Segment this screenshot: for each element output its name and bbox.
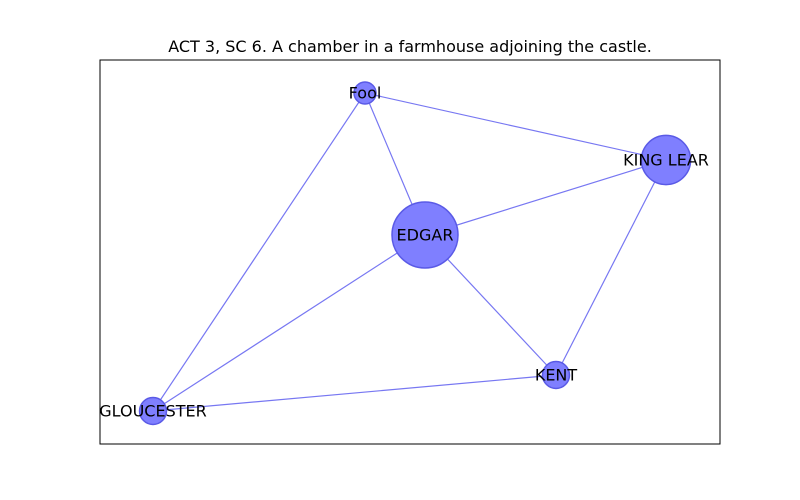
edge-fool-gloucester xyxy=(152,92,366,412)
node-label-kent: KENT xyxy=(535,366,578,385)
node-edgar xyxy=(391,201,459,269)
edge-edgar-king-lear xyxy=(424,159,667,236)
node-fool xyxy=(353,81,377,105)
node-label-edgar: EDGAR xyxy=(397,226,454,245)
edge-king-lear-kent xyxy=(555,159,667,376)
node-kent xyxy=(541,360,571,390)
node-label-gloucester: GLOUCESTER xyxy=(99,402,206,421)
edge-kent-gloucester xyxy=(152,374,557,412)
node-label-fool: Fool xyxy=(349,84,382,103)
edge-fool-king-lear xyxy=(364,92,667,161)
edge-edgar-gloucester xyxy=(152,234,426,412)
plot-frame xyxy=(99,59,721,445)
figure-title: ACT 3, SC 6. A chamber in a farmhouse ad… xyxy=(168,37,652,56)
node-label-king-lear: KING LEAR xyxy=(623,151,709,170)
node-king-lear xyxy=(640,134,692,186)
node-layer xyxy=(138,81,692,426)
node-gloucester xyxy=(138,396,168,426)
